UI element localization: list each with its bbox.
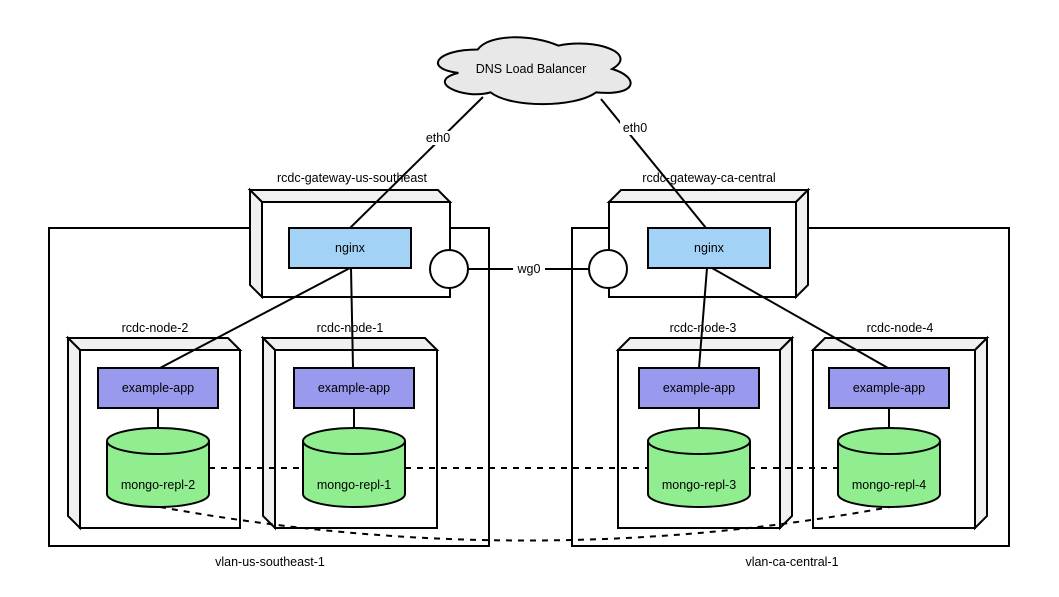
node-1-label: rcdc-node-1 — [317, 321, 384, 335]
vlan-label-ca: vlan-ca-central-1 — [745, 555, 838, 569]
nginx-box-us — [288, 227, 412, 269]
cube-side-face — [249, 187, 263, 300]
cylinder-body — [647, 441, 751, 508]
vlan-label-us: vlan-us-southeast-1 — [215, 555, 325, 569]
example-app-box — [293, 367, 415, 409]
dns-load-balancer-cloud: DNS Load Balancer — [436, 36, 632, 106]
cylinder-body — [106, 441, 210, 508]
eth0-right-label: eth0 — [623, 121, 647, 135]
example-app-node-3: example-app — [638, 367, 760, 409]
example-app-node-1: example-app — [293, 367, 415, 409]
nginx-label-us: nginx — [335, 241, 366, 255]
mongo-repl-4-cylinder: mongo-repl-4 — [837, 427, 941, 508]
mongo-repl-1-cylinder: mongo-repl-1 — [302, 427, 406, 508]
wg-interface-circle-us — [429, 249, 469, 289]
replication-link-2-4 — [159, 506, 891, 542]
edge-cloud-to-nginx-us — [349, 96, 484, 229]
cube-top-face — [606, 189, 811, 203]
nginx-label-ca: nginx — [694, 241, 725, 255]
example-app-node-4: example-app — [828, 367, 950, 409]
edge-nginx-to-node2-app — [159, 267, 351, 369]
cylinder-top — [837, 427, 941, 455]
eth0-left-label-bg — [423, 131, 453, 145]
cylinder-top — [302, 427, 406, 455]
cylinder-body — [302, 441, 406, 508]
mongo-repl-2-cylinder: mongo-repl-2 — [106, 427, 210, 508]
cube-side-face — [67, 335, 81, 531]
example-app-label: example-app — [122, 381, 194, 395]
interface-labels: eth0 eth0 wg0 — [423, 121, 650, 276]
example-app-box — [828, 367, 950, 409]
wg0-label: wg0 — [517, 262, 541, 276]
cloud-label: DNS Load Balancer — [476, 62, 586, 76]
cube-top-face — [247, 189, 453, 203]
mongo-label: mongo-repl-3 — [662, 478, 736, 492]
mongo-label: mongo-repl-1 — [317, 478, 391, 492]
cylinder-top — [106, 427, 210, 455]
example-app-label: example-app — [663, 381, 735, 395]
example-app-node-2: example-app — [97, 367, 219, 409]
edge-nginx-to-node3-app — [698, 267, 708, 369]
example-app-label: example-app — [318, 381, 390, 395]
edge-cloud-to-nginx-ca — [600, 98, 707, 229]
cube-top-face — [615, 337, 795, 351]
edge-nginx-to-node1-app — [350, 267, 354, 369]
cube-side-face — [262, 335, 276, 531]
gateway-us-southeast-box: rcdc-gateway-us-southeast — [247, 171, 453, 300]
gateway-us-label: rcdc-gateway-us-southeast — [277, 171, 428, 185]
nginx-box-ca — [647, 227, 771, 269]
gateway-ca-label: rcdc-gateway-ca-central — [642, 171, 775, 185]
example-app-label: example-app — [853, 381, 925, 395]
wg0-label-bg — [513, 261, 545, 276]
cube-side-face — [779, 335, 793, 531]
mongo-label: mongo-repl-2 — [121, 478, 195, 492]
cube-top-face — [260, 337, 440, 351]
eth0-right-label-bg — [620, 121, 650, 135]
cloud-shape — [436, 36, 632, 106]
example-app-box — [97, 367, 219, 409]
wg-interface-circle-ca — [588, 249, 628, 289]
node-2-label: rcdc-node-2 — [122, 321, 189, 335]
replication-links — [159, 467, 891, 542]
edge-nginx-to-node4-app — [711, 267, 889, 369]
node-4-label: rcdc-node-4 — [867, 321, 934, 335]
cube-side-face — [974, 335, 988, 531]
mongo-repl-3-cylinder: mongo-repl-3 — [647, 427, 751, 508]
cylinder-top — [647, 427, 751, 455]
edges — [157, 96, 890, 430]
mongo-label: mongo-repl-4 — [852, 478, 926, 492]
eth0-left-label: eth0 — [426, 131, 450, 145]
cube-side-face — [795, 187, 809, 300]
example-app-box — [638, 367, 760, 409]
